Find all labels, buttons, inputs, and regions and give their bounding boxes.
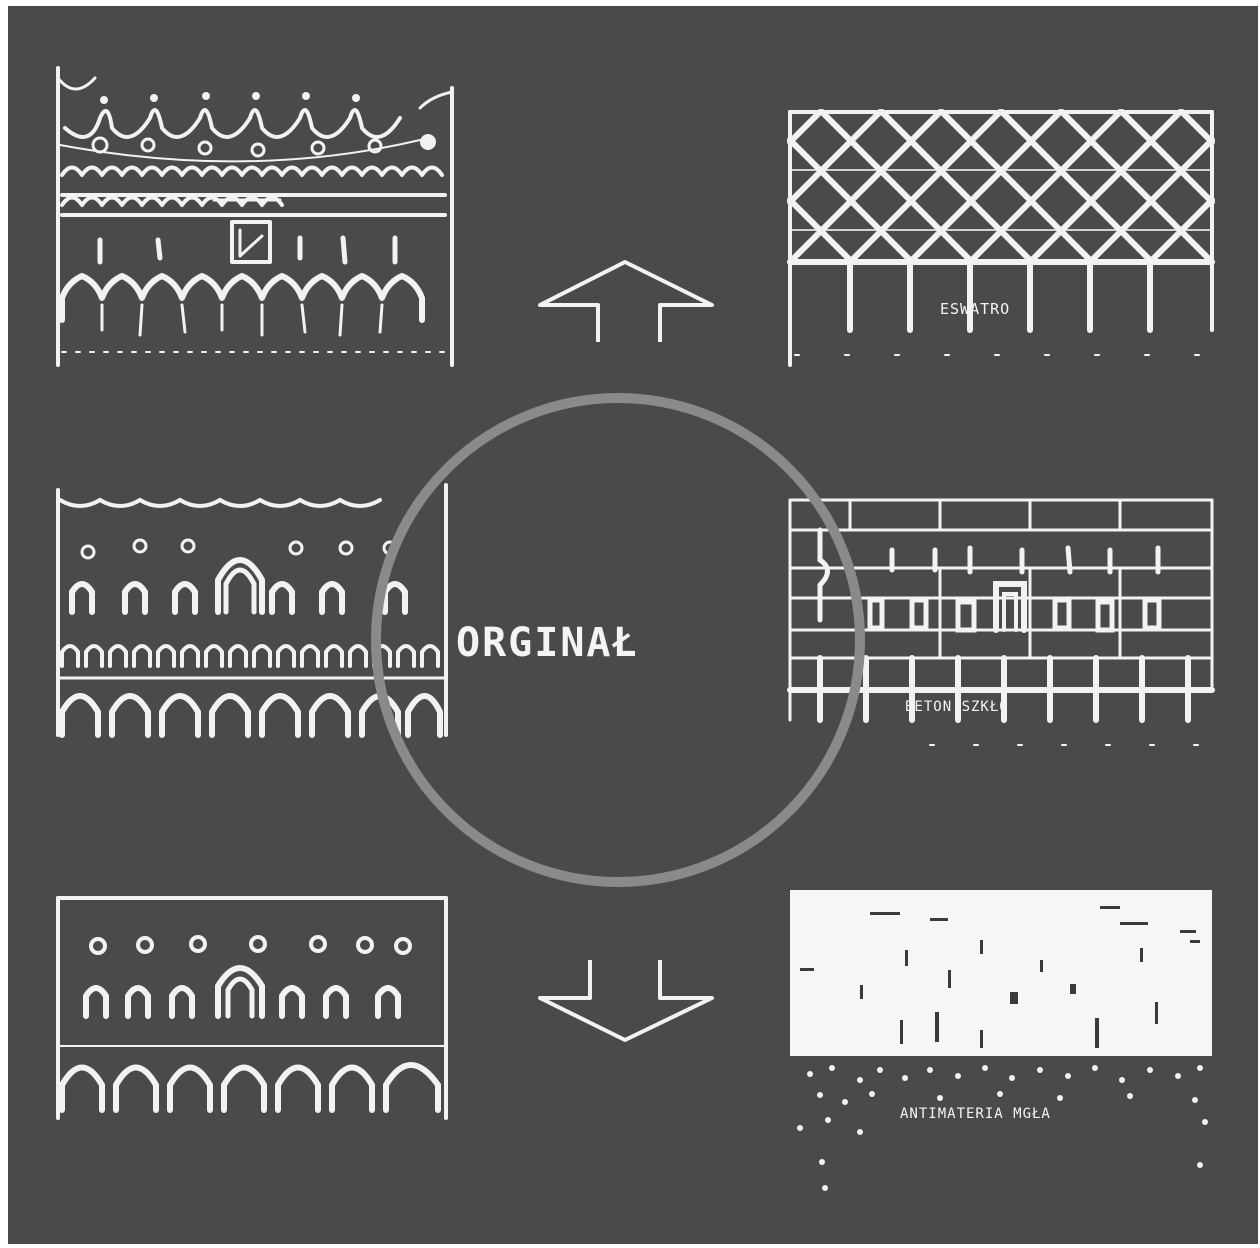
- bottom-right-sketch-label: ANTIMATERIA MGŁA: [900, 1106, 1051, 1122]
- arrow-down-icon: [540, 960, 712, 1040]
- middle-right-sketch-label: BETON SZKŁO: [905, 699, 1009, 715]
- arrow-up-icon: [540, 262, 712, 342]
- sketch-bottom-left-facade: [58, 898, 446, 1118]
- sketch-bottom-right-antimatter: [790, 890, 1212, 1191]
- sketch-top-left-facade: [58, 68, 452, 365]
- sketch-top-right-lattice: [790, 112, 1212, 365]
- center-label: ORGINAŁ: [456, 620, 796, 666]
- top-right-sketch-label: ESWATRO: [940, 300, 1010, 318]
